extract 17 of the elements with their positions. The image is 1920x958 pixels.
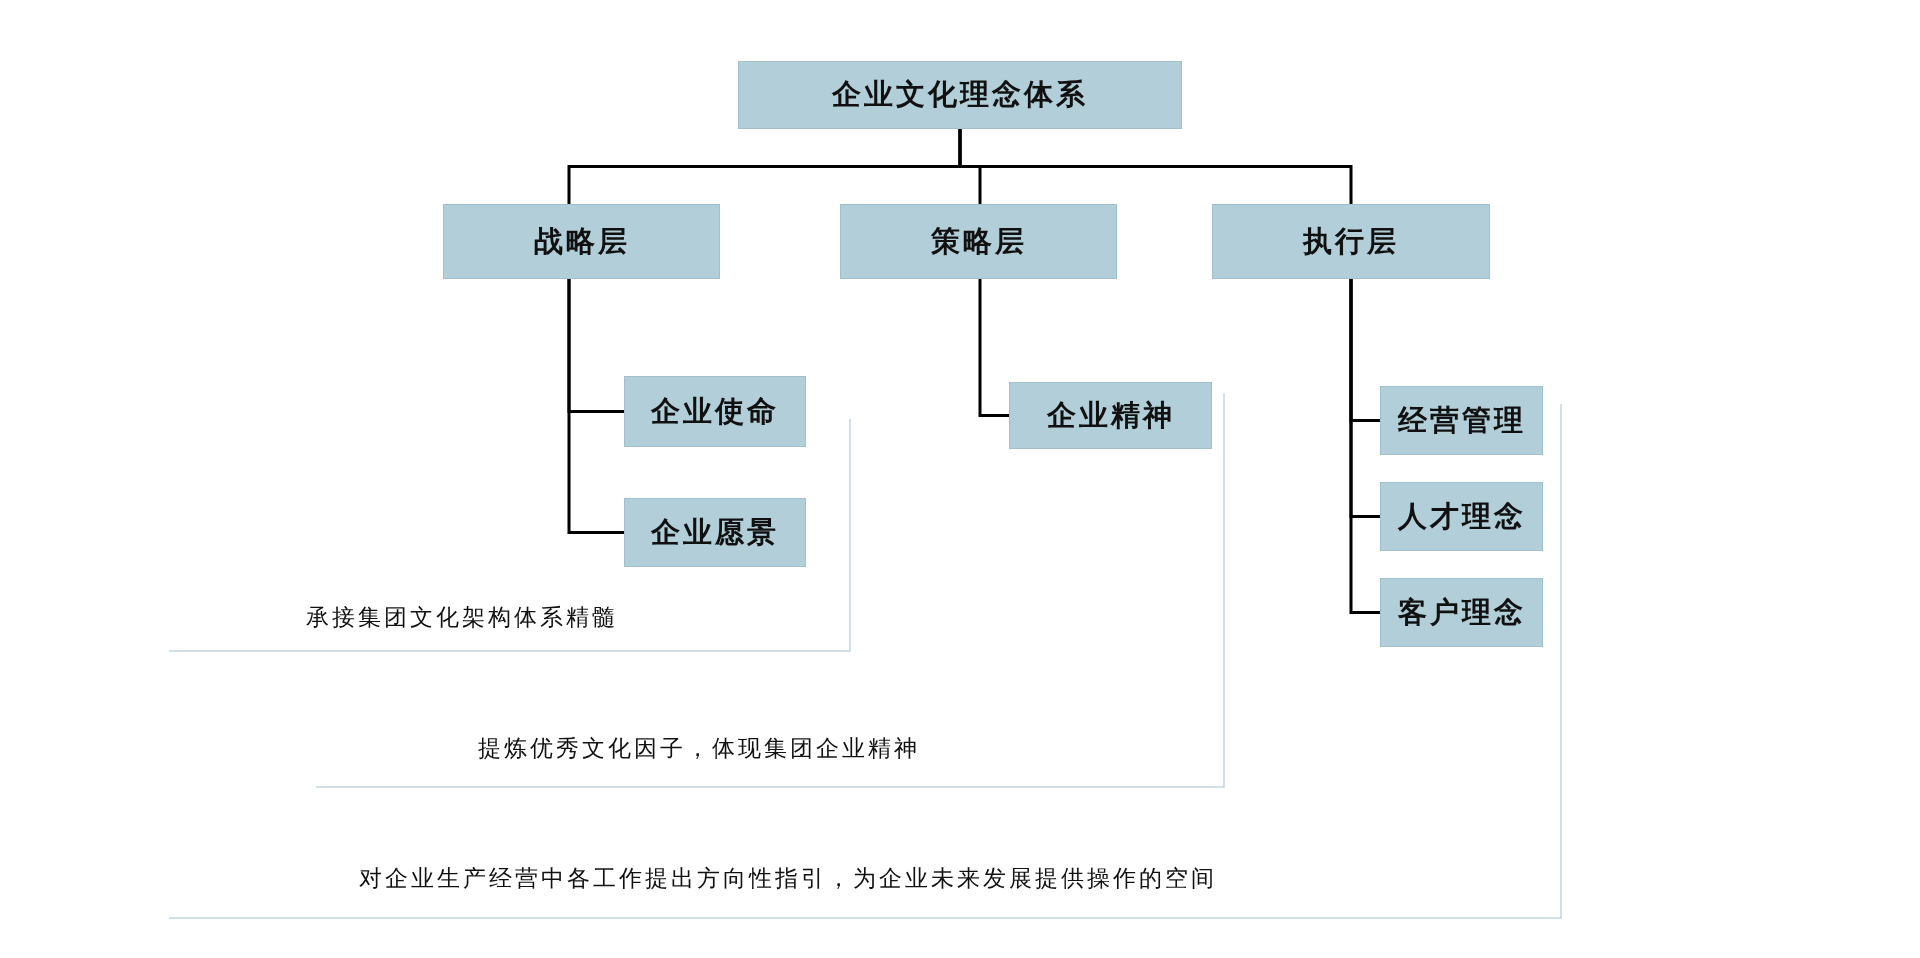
process-box: 战略层 <box>443 204 720 279</box>
connector-line <box>1349 279 1380 614</box>
process-box: 经营管理 <box>1380 386 1543 455</box>
process-box: 策略层 <box>840 204 1117 279</box>
process-box: 企业愿景 <box>624 498 806 567</box>
connector-line <box>958 129 1353 204</box>
connector-line <box>978 279 1009 417</box>
note-text: 对企业生产经营中各工作提出方向性指引，为企业未来发展提供操作的空间 <box>359 864 1217 893</box>
note-text: 提炼优秀文化因子，体现集团企业精神 <box>478 734 920 763</box>
process-box: 企业使命 <box>624 376 806 447</box>
process-box: 客户理念 <box>1380 578 1543 647</box>
process-box: 企业文化理念体系 <box>738 61 1182 129</box>
connector-line <box>567 279 624 534</box>
note-text: 承接集团文化架构体系精髓 <box>306 603 618 632</box>
process-box: 企业精神 <box>1009 382 1212 449</box>
process-box: 人才理念 <box>1380 482 1543 551</box>
process-box: 执行层 <box>1212 204 1490 279</box>
